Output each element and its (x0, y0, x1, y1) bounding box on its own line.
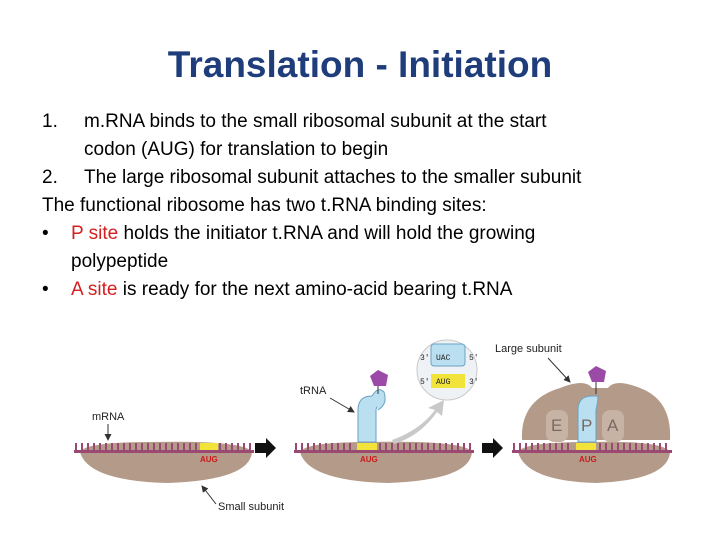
panel-mrna-small-subunit: AUG mRNA Small subunit (74, 411, 284, 513)
start-codon-1 (200, 443, 218, 450)
small-subunit-pointer (202, 486, 216, 504)
list-item-1: 1.m.RNA binds to the small ribosomal sub… (42, 108, 702, 136)
zoom-end-5b: 5' (420, 378, 430, 387)
step-arrow-2 (482, 438, 503, 458)
bullet-a-site: •A site is ready for the next amino-acid… (42, 276, 702, 304)
statement-text: The functional ribosome has two t.RNA bi… (42, 192, 702, 220)
zoom-end-3: 3' (420, 354, 430, 363)
anticodon-text: UAC (436, 354, 451, 363)
mrna-strand-3 (512, 450, 672, 453)
zoom-codon-text: AUG (436, 378, 451, 387)
trna-pointer (330, 398, 354, 412)
amino-acid-icon-2 (588, 366, 606, 382)
list-number: 1. (42, 108, 84, 136)
start-codon-2 (357, 443, 377, 450)
zoom-end-3b: 3' (469, 378, 479, 387)
site-p-label: P (581, 416, 592, 435)
list-item-1-continued: codon (AUG) for translation to begin (42, 136, 702, 164)
translation-initiation-figure: AUG mRNA Small subunit AUG tRNA 3' UAC 5… (0, 330, 720, 540)
bullet-text: is ready for the next amino-acid bearing… (117, 279, 512, 300)
large-subunit-label: Large subunit (495, 343, 562, 355)
bullet-p-site-continued: polypeptide (42, 248, 702, 276)
bullet-marker: • (42, 276, 71, 304)
large-subunit-pointer (548, 358, 570, 382)
amino-acid-icon (370, 370, 388, 386)
zoom-end-5: 5' (469, 354, 479, 363)
mrna-label: mRNA (92, 411, 125, 423)
step-arrow-1 (255, 438, 276, 458)
panel-trna-binding: AUG tRNA 3' UAC 5' 5' AUG 3' (294, 340, 479, 483)
start-codon-label-2: AUG (360, 455, 378, 464)
trna-label: tRNA (300, 385, 327, 397)
bullet-text: holds the initiator t.RNA and will hold … (118, 223, 535, 244)
list-text: m.RNA binds to the small ribosomal subun… (84, 111, 547, 132)
site-e-label: E (551, 416, 562, 435)
site-a-label: A (607, 416, 619, 435)
list-item-2: 2.The large ribosomal subunit attaches t… (42, 164, 702, 192)
list-number: 2. (42, 164, 84, 192)
mrna-strand-1 (74, 450, 254, 453)
start-codon-3 (576, 443, 596, 450)
bullet-p-site: •P site holds the initiator t.RNA and wi… (42, 220, 702, 248)
a-site-highlight: A site (71, 279, 117, 300)
slide-body: 1.m.RNA binds to the small ribosomal sub… (42, 108, 702, 304)
bullet-marker: • (42, 220, 71, 248)
small-subunit-label: Small subunit (218, 501, 284, 513)
p-site-highlight: P site (71, 223, 118, 244)
panel-functional-ribosome: E A P AUG Large subunit (495, 343, 672, 483)
mrna-strand-2 (294, 450, 474, 453)
start-codon-label-3: AUG (579, 455, 597, 464)
start-codon-label: AUG (200, 455, 218, 464)
zoom-arrow (392, 400, 444, 444)
list-text: The large ribosomal subunit attaches to … (84, 167, 581, 188)
slide-title: Translation - Initiation (0, 44, 720, 86)
